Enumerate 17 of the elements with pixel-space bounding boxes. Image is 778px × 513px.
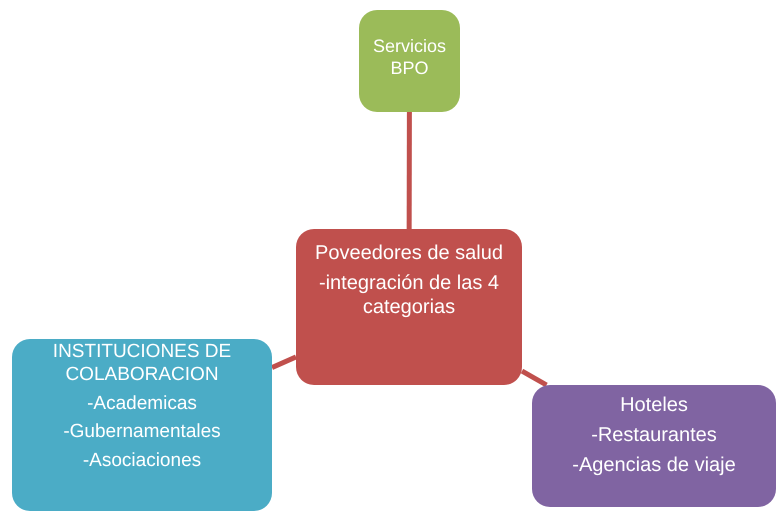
rounded-box xyxy=(296,229,522,385)
node-text: Poveedores de salud xyxy=(315,241,503,265)
rounded-box xyxy=(12,339,272,511)
connector-line xyxy=(520,368,548,388)
rounded-box xyxy=(359,10,460,112)
node-text: Servicios BPO xyxy=(372,36,448,80)
rounded-box xyxy=(532,385,776,507)
node-text: -Asociaciones xyxy=(82,450,202,473)
connector-line xyxy=(271,354,298,370)
node-text: Hoteles xyxy=(620,393,688,417)
node-text: -Academicas xyxy=(87,392,197,416)
node-text: -Restaurantes xyxy=(591,423,717,447)
node-text: -Gubernamentales xyxy=(63,421,221,444)
node-text: -Agencias de viaje xyxy=(572,453,736,477)
connector-line xyxy=(406,112,412,229)
node-text: -integración de las 4 categorias xyxy=(318,271,500,319)
node-text: INSTITUCIONES DE COLABORACION xyxy=(52,341,232,387)
